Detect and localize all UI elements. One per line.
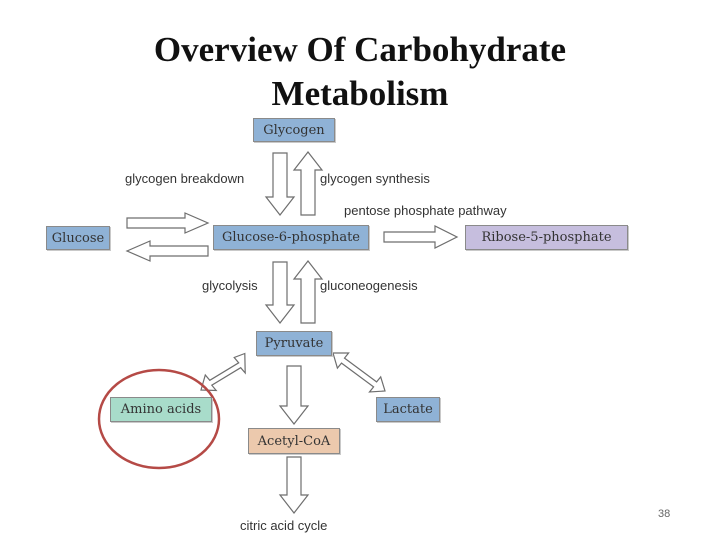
node-acetyl-coa: Acetyl-CoA [248, 428, 340, 454]
node-amino-acids: Amino acids [110, 397, 212, 422]
glycogen-breakdown-arrow [264, 152, 296, 216]
node-ribose-5-phosphate: Ribose-5-phosphate [465, 225, 628, 250]
gluconeogenesis-arrow [292, 260, 324, 324]
g6p-to-glucose-arrow [125, 240, 209, 262]
node-lactate: Lactate [376, 397, 440, 422]
label-citric-acid-cycle: citric acid cycle [240, 518, 328, 533]
amino-acids-highlight-circle [97, 368, 221, 470]
node-pyruvate: Pyruvate [256, 331, 332, 356]
node-glucose: Glucose [46, 226, 110, 250]
acetyl-coa-to-citric-arrow [278, 456, 310, 514]
slide-title: Overview Of Carbohydrate Metabolism [60, 28, 660, 116]
title-line-1: Overview Of Carbohydrate [153, 30, 567, 69]
pyruvate-amino-acids-arrow [200, 352, 246, 392]
pentose-phosphate-arrow [383, 225, 459, 249]
node-glycogen: Glycogen [253, 118, 335, 142]
label-gluconeogenesis: gluconeogenesis [320, 278, 418, 293]
glycogen-synthesis-arrow [292, 151, 324, 216]
label-glycolysis: glycolysis [202, 278, 258, 293]
label-glycogen-synthesis: glycogen synthesis [320, 171, 430, 186]
pyruvate-to-acetyl-coa-arrow [278, 365, 310, 425]
label-pentose-phosphate-pathway: pentose phosphate pathway [344, 203, 507, 218]
title-line-2: Metabolism [271, 74, 449, 113]
page-number: 38 [658, 508, 671, 520]
glucose-to-g6p-arrow [126, 212, 210, 234]
glycolysis-arrow [264, 261, 296, 324]
label-glycogen-breakdown: glycogen breakdown [125, 171, 245, 186]
pyruvate-lactate-arrow [332, 352, 386, 393]
node-glucose-6-phosphate: Glucose-6-phosphate [213, 225, 369, 250]
